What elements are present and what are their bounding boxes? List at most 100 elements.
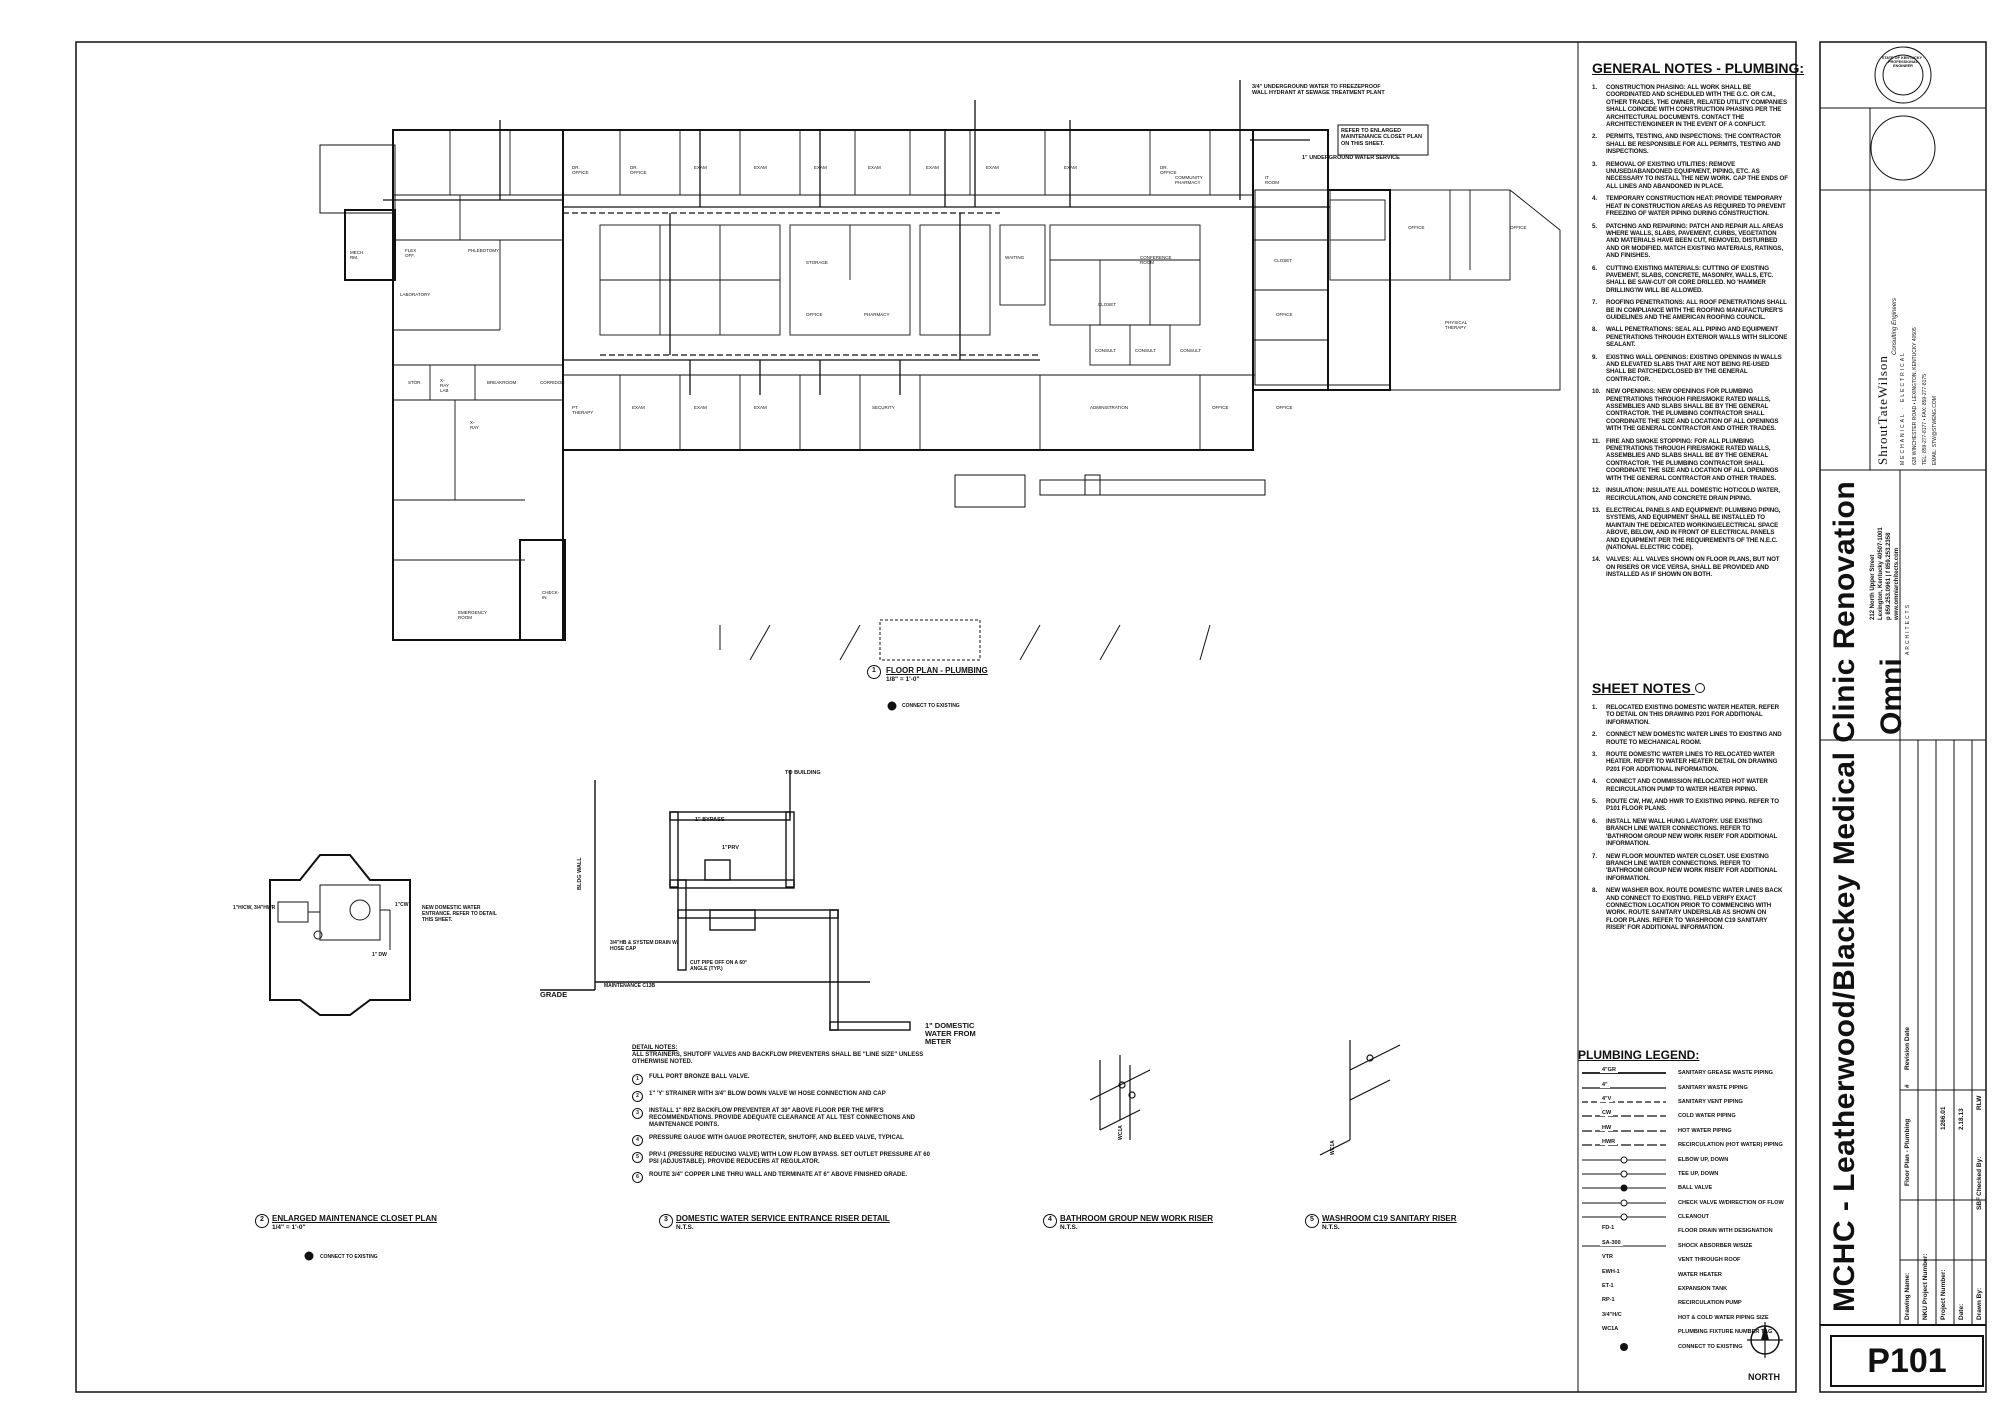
riser-scale: N.T.S. — [676, 1224, 694, 1231]
riser-drawing — [540, 770, 911, 1031]
room-label: SECURITY — [872, 405, 895, 410]
underground-water-note: 3/4" UNDERGROUND WATER TO FREEZEPROOF WA… — [1252, 84, 1385, 97]
legend-text: RECIRCULATION (HOT WATER) PIPING — [1678, 1142, 1783, 1149]
note-number: 12. — [1592, 487, 1601, 495]
note-number: 7. — [1592, 852, 1597, 860]
note-text: NEW OPENINGS: NEW OPENINGS FOR PLUMBING … — [1606, 388, 1779, 433]
note-text: INSTALL NEW WALL HUNG LAVATORY. USE EXIS… — [1606, 817, 1778, 848]
room-label: PHARMACY — [864, 312, 890, 317]
legend-text: HOT WATER PIPING — [1678, 1127, 1732, 1134]
sheet-note: 4.CONNECT AND COMMISSION RELOCATED HOT W… — [1592, 778, 1788, 793]
room-label: EXAM — [814, 165, 827, 170]
wash-tag: WC1A — [1330, 1140, 1336, 1155]
general-note: 12.INSULATION: INSULATE ALL DOMESTIC HOT… — [1592, 487, 1788, 502]
caption-number: 1 — [872, 667, 876, 674]
note-number: 3. — [1592, 160, 1597, 168]
room-label: IT ROOM — [1265, 175, 1279, 185]
co-icon — [1582, 1213, 1666, 1221]
closet-callout: NEW DOMESTIC WATER ENTRANCE. REFER TO DE… — [422, 905, 497, 923]
legend-symbol: EWH-1 — [1578, 1268, 1670, 1281]
connect-existing-label: CONNECT TO EXISTING — [320, 1254, 378, 1260]
note-number: 5 — [632, 1152, 643, 1163]
note-number: 1 — [632, 1074, 643, 1085]
general-note: 13.ELECTRICAL PANELS AND EQUIPMENT: PLUM… — [1592, 507, 1788, 551]
note-text: PRESSURE GAUGE WITH GAUGE PROTECTER, SHU… — [649, 1135, 904, 1141]
gr-icon — [1582, 1072, 1666, 1075]
note-number: 2 — [632, 1091, 643, 1102]
note-text: FIRE AND SMOKE STOPPING: FOR ALL PLUMBIN… — [1606, 437, 1779, 482]
riser-prv: 1"PRV — [722, 845, 739, 851]
legend-symbol: FD-1 — [1578, 1225, 1670, 1237]
legend-row: 4"SANITARY WASTE PIPING — [1578, 1080, 1818, 1094]
legend-text: SHOCK ABSORBER W/SIZE — [1678, 1242, 1753, 1249]
legend-symbol — [1578, 1154, 1670, 1166]
legend-symbol — [1578, 1182, 1670, 1194]
note-number: 7. — [1592, 299, 1597, 307]
room-label: OFFICE — [1276, 312, 1293, 317]
general-note: 11.FIRE AND SMOKE STOPPING: FOR ALL PLUM… — [1592, 438, 1788, 482]
architect-address: Lexington, Kentucky 40507-1001 — [1878, 527, 1884, 620]
note-number: 1. — [1592, 84, 1597, 91]
note-text: ROOFING PENETRATIONS: ALL ROOF PENETRATI… — [1606, 299, 1787, 321]
general-note: 6.CUTTING EXISTING MATERIALS: CUTTING OF… — [1592, 265, 1788, 295]
room-label: DR. OFFICE — [1160, 165, 1177, 175]
sheet-note: 6.INSTALL NEW WALL HUNG LAVATORY. USE EX… — [1592, 818, 1788, 848]
room-label: CHECK-IN — [542, 590, 560, 600]
caption-number: 3 — [664, 1216, 668, 1223]
general-note: 1. CONSTRUCTION PHASING: ALL WORK SHALL B… — [1592, 84, 1788, 128]
engineer-disciplines: MECHANICAL · ELECTRICAL — [1900, 351, 1906, 465]
riser-to-building: TO BUILDING — [785, 770, 821, 776]
legend-text: PLUMBING FIXTURE NUMBER TAG — [1678, 1329, 1773, 1336]
architect-website: www.omniarchitects.com — [1894, 547, 1900, 620]
wash-caption: WASHROOM C19 SANITARY RISER — [1322, 1214, 1457, 1223]
bath-riser-drawing — [1089, 1055, 1151, 1140]
note-number: 8. — [1592, 887, 1597, 895]
sheet-notes-title-text: SHEET NOTES — [1592, 680, 1691, 696]
note-text: CONSTRUCTION PHASING: ALL WORK SHALL BE … — [1606, 84, 1787, 129]
hwr-icon — [1582, 1144, 1666, 1146]
note-number: 4. — [1592, 195, 1597, 203]
room-label: EXAM — [986, 165, 999, 170]
closet-label-dw: 1" DW — [372, 952, 387, 958]
wash-riser-drawing — [1319, 1040, 1401, 1156]
north-arrow-icon — [1747, 1322, 1783, 1358]
legend-text: BALL VALVE — [1678, 1185, 1713, 1192]
ball-icon — [1582, 1184, 1666, 1192]
size-icon — [1578, 1312, 1670, 1324]
room-label: PT THERAPY — [572, 405, 594, 415]
legend-symbol: WC1A — [1578, 1326, 1670, 1338]
drawing-name-label: Drawing Name: — [1904, 1272, 1911, 1320]
legend-text: VENT THROUGH ROOF — [1678, 1257, 1741, 1264]
riser-notes-intro: ALL STRAINERS, SHUTOFF VALVES AND BACKFL… — [632, 1052, 924, 1065]
enlarged-closet-callout: REFER TO ENLARGED MAINTENANCE CLOSET PLA… — [1341, 128, 1422, 147]
sheet-note: 2.CONNECT NEW DOMESTIC WATER LINES TO EX… — [1592, 731, 1788, 746]
legend-symbol-label: 4"GR — [1600, 1067, 1618, 1074]
legend-symbol-label: VTR — [1600, 1254, 1615, 1261]
general-note: 8.WALL PENETRATIONS: SEAL ALL PIPING AND… — [1592, 326, 1788, 348]
note-bubble-icon — [1694, 683, 1705, 693]
note-text: REMOVAL OF EXISTING UTILITIES: REMOVE UN… — [1606, 160, 1788, 190]
note-number: 10. — [1592, 388, 1601, 396]
legend-row: ELBOW UP, DOWN — [1578, 1152, 1818, 1166]
engineer-email: EMAIL: STW@STWENG.COM — [1932, 396, 1938, 465]
hw-icon — [1582, 1130, 1666, 1132]
underground-service-note: 1" UNDERGROUND WATER SERVICE — [1302, 155, 1400, 161]
legend-text: CONNECT TO EXISTING — [1678, 1343, 1743, 1350]
note-number: 6. — [1592, 264, 1597, 272]
room-label: EXAM — [754, 165, 767, 170]
room-label: EXAM — [694, 405, 707, 410]
connect-existing-icon — [304, 1251, 314, 1261]
legend-symbol — [1578, 1197, 1670, 1209]
general-notes-list: 1. CONSTRUCTION PHASING: ALL WORK SHALL B… — [1592, 84, 1788, 579]
floor-plan-caption: FLOOR PLAN - PLUMBING — [886, 666, 988, 675]
project-number-value: 1266.01 — [1940, 1106, 1947, 1131]
engineer-sub: Consulting Engineers — [1892, 297, 1898, 355]
floor-plan-drawing — [319, 80, 1561, 661]
sheet-note: 3.ROUTE DOMESTIC WATER LINES TO RELOCATE… — [1592, 751, 1788, 773]
